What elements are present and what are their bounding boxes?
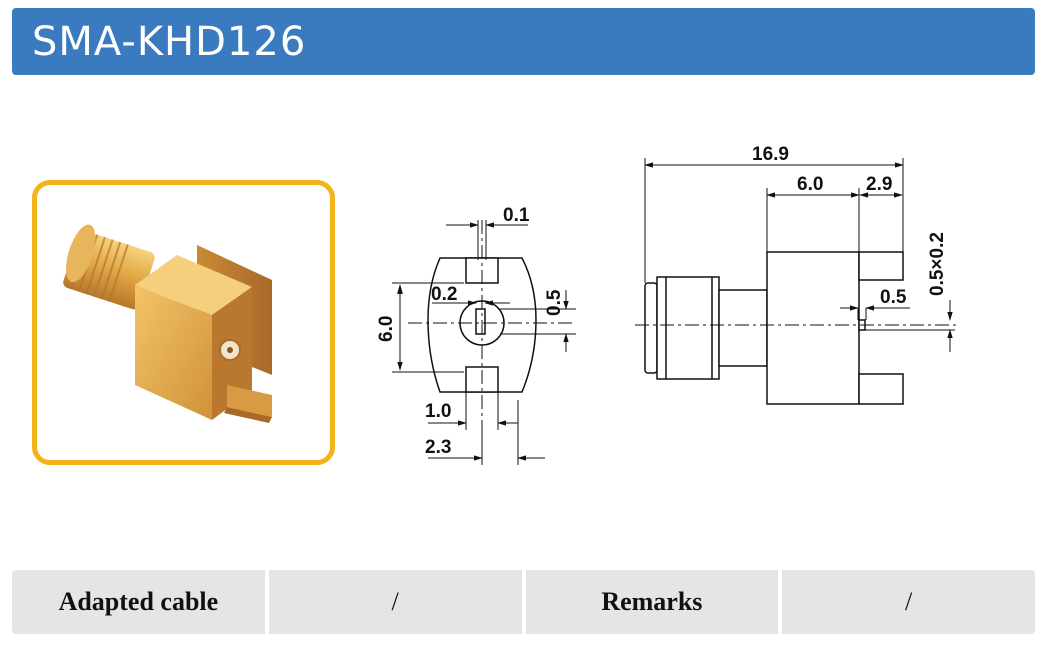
- dim-0-5x0-2: 0.5×0.2: [927, 232, 948, 296]
- front-view-dim-lines: [392, 220, 576, 465]
- dim-0-5-side: 0.5: [880, 287, 907, 308]
- sma-connector-render-icon: [63, 224, 272, 423]
- remarks-value: /: [782, 570, 1035, 634]
- title-bar: SMA-KHD126: [12, 8, 1035, 75]
- dim-2-9: 2.9: [866, 174, 892, 195]
- adapted-cable-label: Adapted cable: [12, 570, 265, 634]
- side-view-outline: [644, 251, 904, 405]
- dim-6-0-side: 6.0: [797, 174, 823, 195]
- dim-16-9: 16.9: [752, 144, 789, 165]
- side-view-centerline: [635, 324, 960, 331]
- dim-0-5-front: 0.5: [544, 289, 565, 316]
- dim-0-1: 0.1: [503, 205, 530, 226]
- dim-6-0-front: 6.0: [376, 316, 397, 342]
- dim-0-2: 0.2: [431, 284, 457, 305]
- front-view-centerlines: [408, 220, 575, 420]
- product-photo-frame: [32, 180, 335, 465]
- adapted-cable-value: /: [268, 570, 522, 634]
- dim-2-3: 2.3: [425, 437, 451, 458]
- dim-1-0: 1.0: [425, 401, 451, 422]
- page-title: SMA-KHD126: [32, 19, 307, 65]
- side-view-dim-lines: [644, 158, 953, 352]
- info-table: Adapted cable / Remarks /: [12, 570, 1035, 634]
- remarks-label: Remarks: [525, 570, 779, 634]
